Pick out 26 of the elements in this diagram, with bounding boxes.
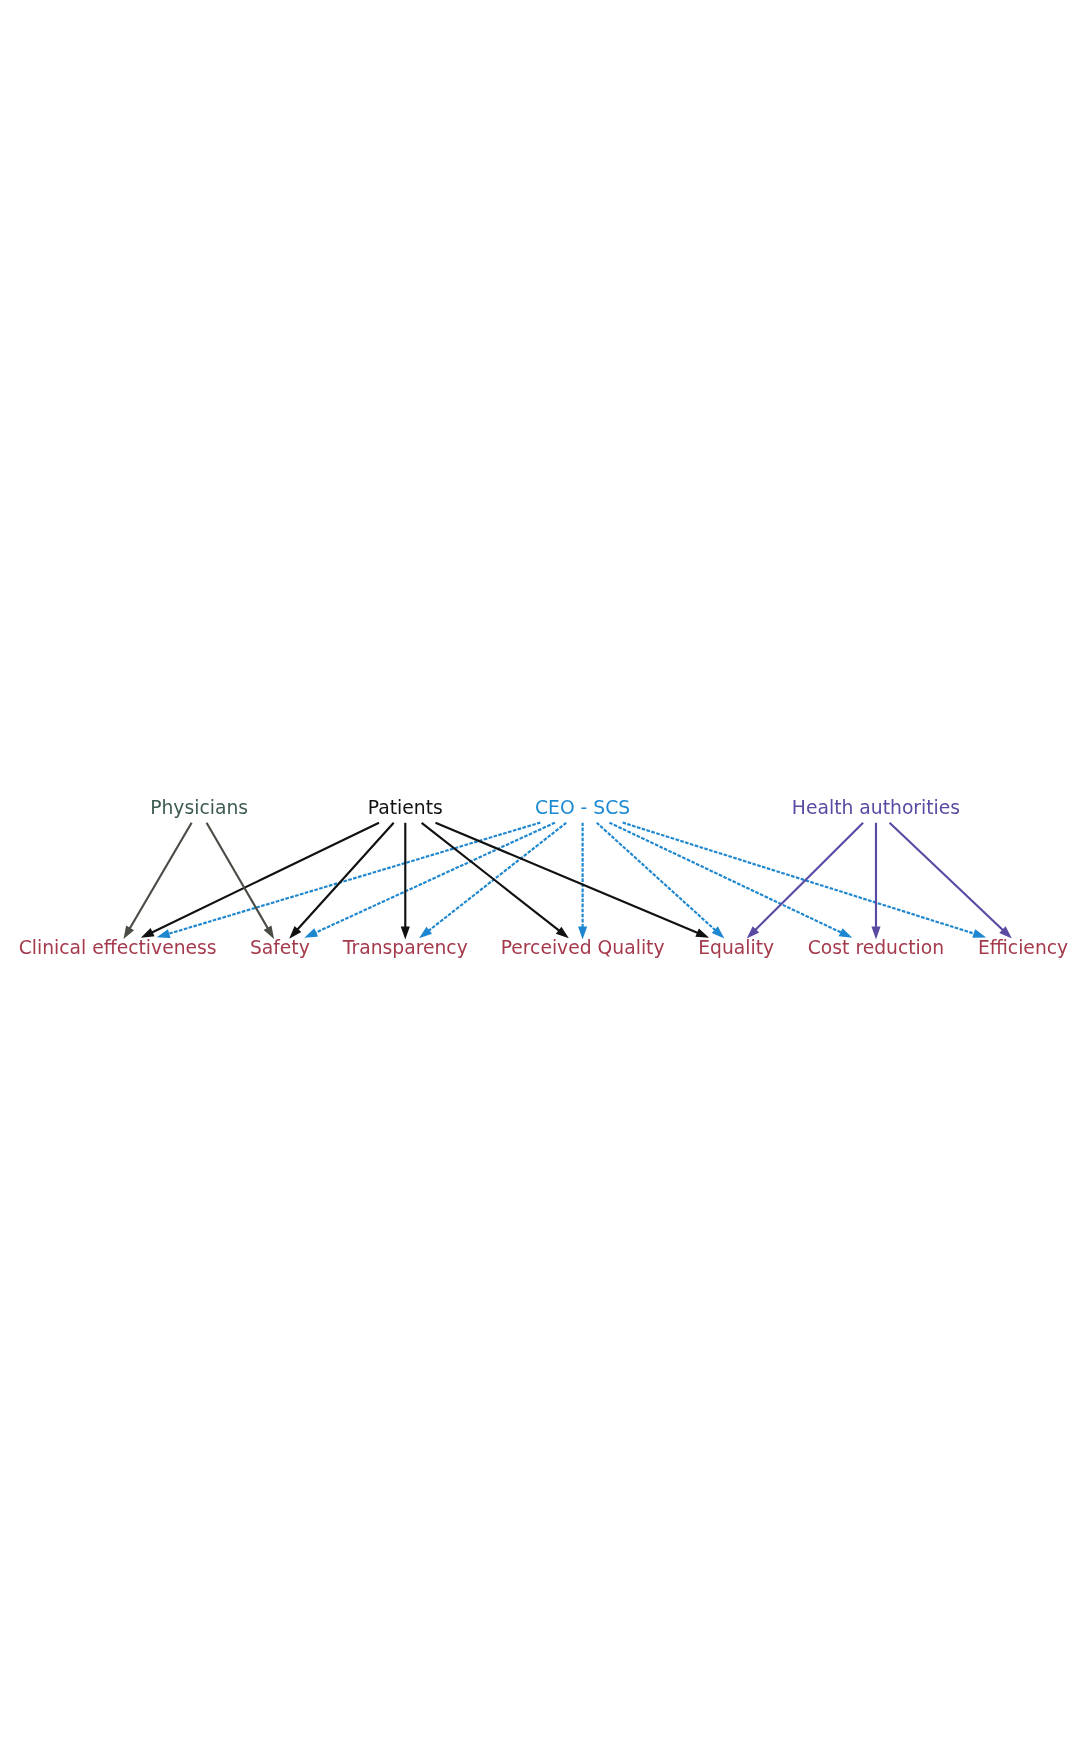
node-text: Patients	[367, 796, 443, 818]
arrow	[596, 821, 725, 938]
arrow	[746, 821, 864, 939]
arrow	[578, 822, 588, 940]
arrow	[304, 821, 556, 938]
arrow	[608, 821, 853, 938]
node-text: Transparency	[342, 936, 468, 958]
node-text: Safety	[249, 936, 310, 958]
arrow	[123, 821, 193, 939]
node-text: Perceived Quality	[500, 936, 665, 958]
arrow	[400, 822, 410, 939]
node-text: Cost reduction	[807, 936, 945, 958]
node-text: Physicians	[150, 796, 249, 818]
node-text: CEO - SCS	[535, 796, 631, 818]
node-text: Health authorities	[791, 796, 961, 818]
arrow	[140, 821, 380, 938]
arrow	[888, 821, 1012, 938]
node-text: Clinical effectiveness	[18, 936, 217, 958]
arrow	[156, 821, 541, 938]
arrow	[205, 821, 275, 939]
arrow	[622, 821, 987, 938]
arrow	[289, 821, 395, 939]
node-text: Efficiency	[977, 936, 1069, 958]
arrow	[435, 821, 710, 938]
arrow	[871, 822, 881, 940]
node-text: Equality	[698, 936, 775, 958]
